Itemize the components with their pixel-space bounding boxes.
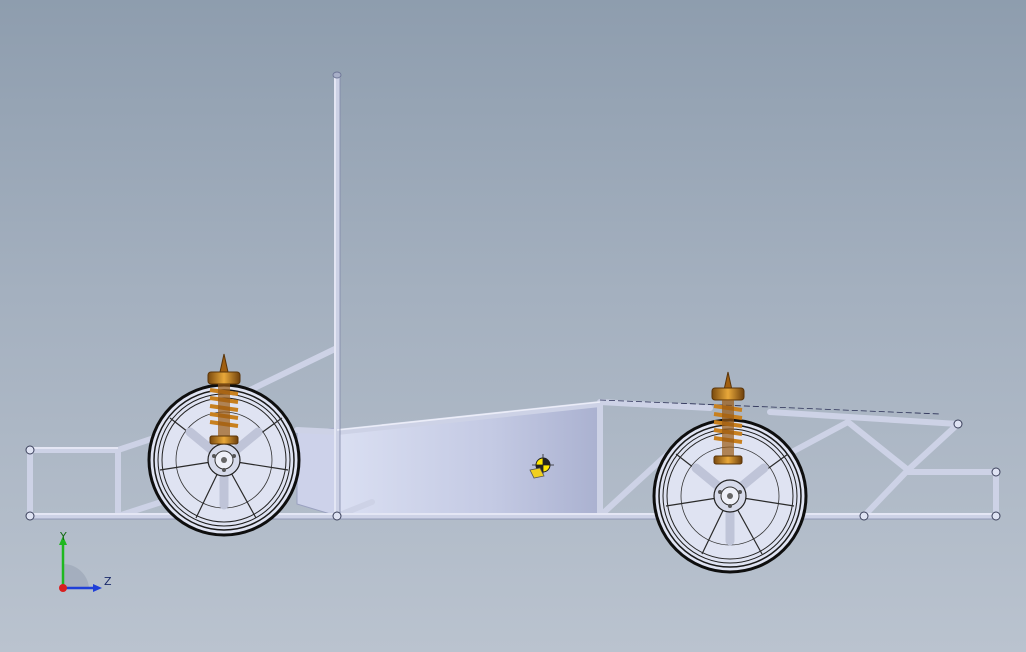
front-shock-absorber: [207, 353, 241, 445]
axis-y-label: Y: [60, 530, 67, 543]
center-of-mass-icon[interactable]: [529, 454, 554, 479]
main-hoop-cap: [332, 71, 342, 79]
frame-nodes: [25, 419, 1001, 521]
rear-shock-absorber: [711, 371, 745, 465]
rear-wheel[interactable]: [652, 418, 808, 574]
triad-axes: [59, 536, 102, 592]
reference-triad: Y Z: [48, 528, 128, 608]
side-panel-front: [296, 427, 338, 517]
axis-z-label: Z: [104, 575, 112, 588]
front-wheel[interactable]: [147, 383, 301, 537]
